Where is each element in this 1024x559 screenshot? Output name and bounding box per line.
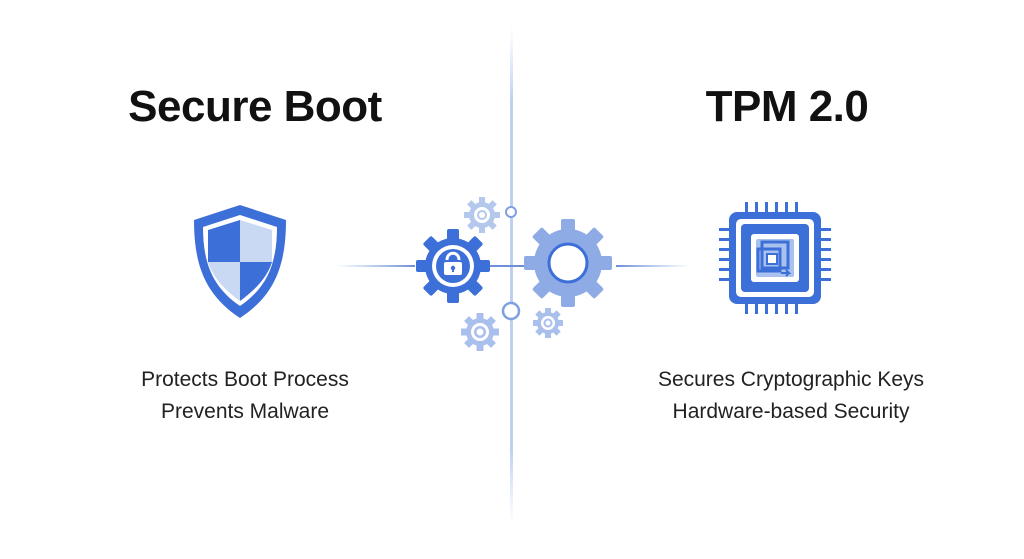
tpm-line-2: Hardware-based Security — [672, 400, 910, 423]
secure-boot-description: Protects Boot Process Prevents Malware — [95, 364, 395, 428]
tpm-line-1: Secures Cryptographic Keys — [657, 368, 925, 391]
connector-right — [616, 265, 690, 267]
connector-middle — [488, 265, 532, 267]
large-gear-icon — [524, 219, 612, 307]
divider-node-top — [505, 206, 517, 218]
chip-icon — [719, 202, 831, 314]
lock-gear-icon — [416, 229, 490, 303]
tpm-title: TPM 2.0 — [705, 82, 869, 131]
small-gear-bottom-right-icon — [533, 308, 563, 338]
tpm-description: Secures Cryptographic Keys Hardware-base… — [636, 364, 946, 428]
secure-boot-line-2: Prevents Malware — [160, 400, 330, 423]
vertical-divider — [510, 25, 513, 525]
shield-icon — [194, 205, 286, 318]
divider-node-bottom — [501, 301, 521, 321]
secure-boot-title: Secure Boot — [128, 82, 382, 131]
small-gear-bottom-left-icon — [461, 313, 499, 351]
connector-left — [335, 265, 415, 267]
secure-boot-line-1: Protects Boot Process — [141, 368, 349, 391]
small-gear-top-icon — [464, 197, 500, 233]
